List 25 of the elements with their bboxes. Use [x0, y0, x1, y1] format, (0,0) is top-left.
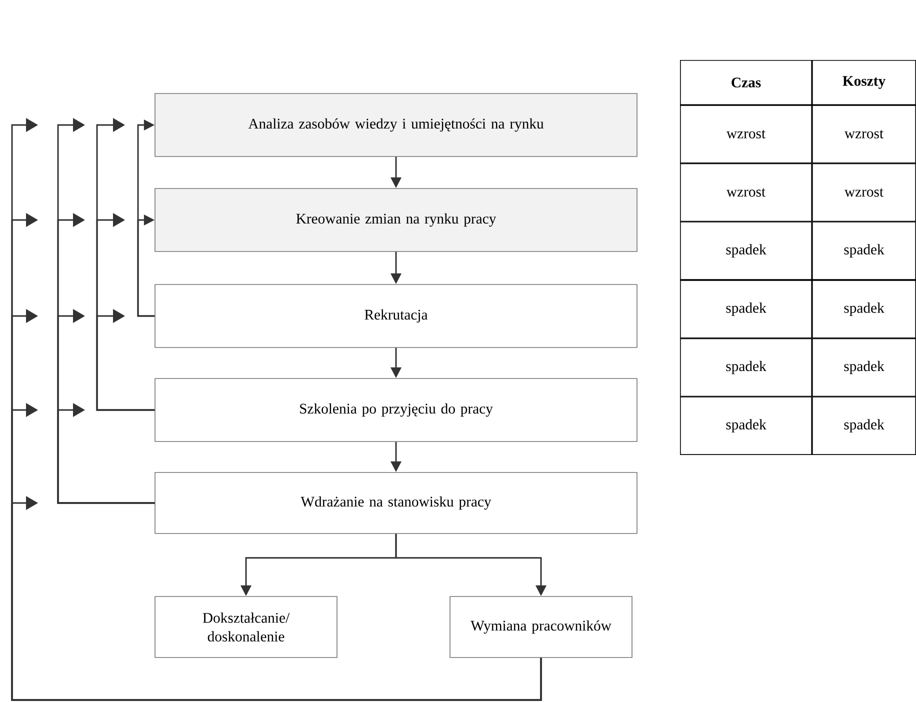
table-entry: wzrost	[812, 105, 916, 164]
arrow	[96, 309, 155, 411]
table-entry: spadek	[812, 396, 916, 455]
arrow	[137, 214, 155, 317]
table-entry: wzrost	[812, 163, 916, 222]
table-entry: spadek	[812, 338, 916, 397]
process-box: Kreowanie zmian na rynku pracy	[154, 188, 638, 252]
table-header: Czas	[680, 60, 812, 105]
process-box: Dokształcanie/ doskonalenie	[154, 596, 338, 658]
table-entry: wzrost	[680, 163, 812, 222]
process-box: Rekrutacja	[154, 284, 638, 348]
table-header: Koszty	[812, 60, 916, 105]
arrow	[11, 496, 542, 701]
table-entry: spadek	[680, 222, 812, 280]
table-entry: spadek	[812, 280, 916, 338]
table-entry: spadek	[680, 338, 812, 397]
table-entry: wzrost	[680, 105, 812, 164]
process-box: Wdrażanie na stanowisku pracy	[154, 472, 638, 534]
table-entry: spadek	[812, 222, 916, 280]
table-entry: spadek	[680, 280, 812, 338]
table-entry: spadek	[680, 396, 812, 455]
process-box: Analiza zasobów wiedzy i umiejętności na rynku	[154, 93, 638, 157]
arrow	[57, 403, 155, 504]
process-box: Wymiana pracowników	[450, 596, 632, 658]
process-box: Szkolenia po przyjęciu do pracy	[154, 378, 638, 442]
